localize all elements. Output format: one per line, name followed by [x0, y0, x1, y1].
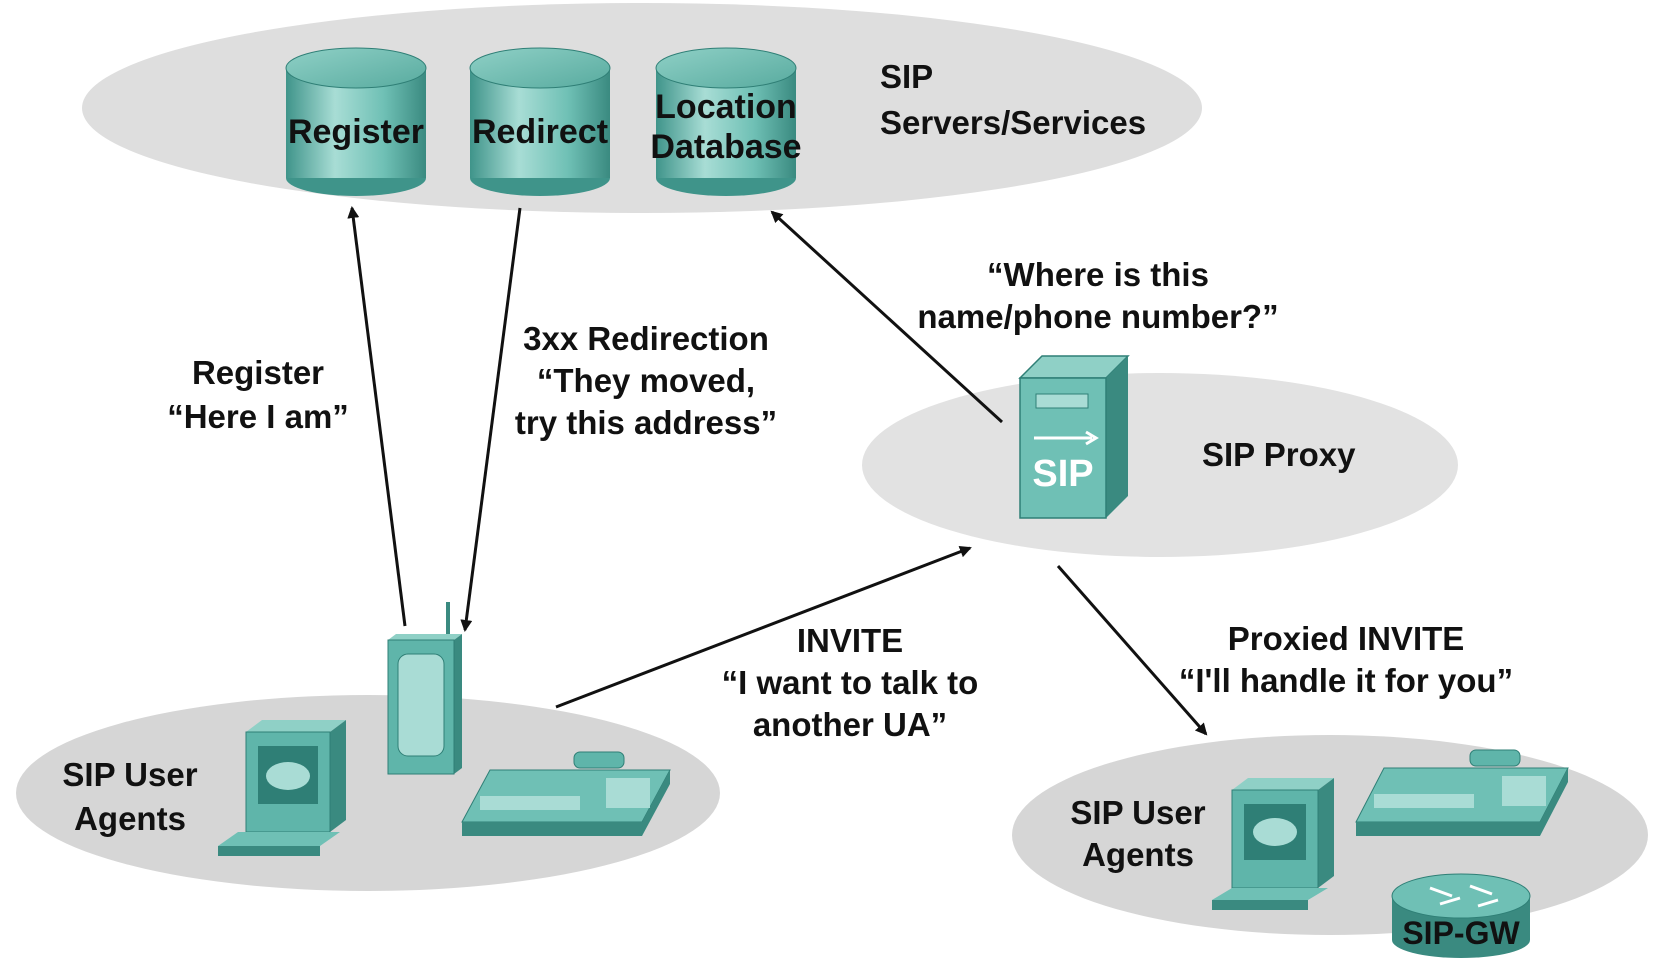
sip-gateway-label: SIP-GW	[1402, 915, 1520, 951]
right-desk-phone-icon	[1355, 749, 1569, 836]
sip-gateway-router-icon	[1391, 873, 1531, 958]
redirect-arrow	[460, 207, 522, 632]
redirect-server-icon	[469, 47, 611, 196]
register-message-line2: “Here I am”	[167, 398, 349, 435]
invite-message-line3: another UA”	[753, 706, 947, 743]
left-mobile-phone-icon	[387, 602, 462, 775]
right-pc-icon	[1212, 778, 1334, 910]
proxied-invite-arrow	[1056, 565, 1208, 736]
location-database-icon	[655, 47, 797, 196]
left-agents-zone	[16, 695, 720, 891]
query-message-line1: “Where is this	[987, 256, 1209, 293]
invite-arrow	[555, 545, 972, 709]
redirect-message-line2: “They moved,	[537, 362, 755, 399]
servers-zone-title-line2: Servers/Services	[880, 104, 1146, 141]
register-server-label: Register	[288, 113, 424, 151]
servers-zone-title-line1: SIP	[880, 58, 933, 95]
right-agents-title-line1: SIP User	[1070, 794, 1205, 831]
proxied-invite-message-line2: “I'll handle it for you”	[1179, 662, 1513, 699]
redirect-message-line3: try this address”	[515, 404, 777, 441]
sip-proxy-server-icon: SIP	[1018, 355, 1130, 519]
query-message-line2: name/phone number?”	[917, 298, 1278, 335]
invite-message-line1: INVITE	[797, 622, 903, 659]
location-query-arrow	[770, 210, 1004, 424]
left-desk-phone-icon	[461, 751, 671, 836]
register-arrow	[347, 206, 407, 627]
proxy-zone-title: SIP Proxy	[1202, 436, 1356, 473]
right-agents-title-line2: Agents	[1082, 836, 1194, 873]
left-agents-title-line2: Agents	[74, 800, 186, 837]
proxied-invite-message-line1: Proxied INVITE	[1228, 620, 1465, 657]
proxy-zone	[862, 373, 1458, 557]
left-agents-title-line1: SIP User	[62, 756, 197, 793]
sip-proxy-icon-text: SIP	[1032, 453, 1093, 495]
invite-message-line2: “I want to talk to	[722, 664, 979, 701]
redirect-server-label: Redirect	[472, 113, 608, 151]
register-server-icon	[285, 47, 427, 196]
register-message-line1: Register	[192, 354, 324, 391]
location-database-label-line2: Database	[650, 128, 801, 166]
left-pc-icon	[218, 720, 346, 856]
redirect-message-line1: 3xx Redirection	[523, 320, 769, 357]
location-database-label-line1: Location	[655, 88, 797, 126]
